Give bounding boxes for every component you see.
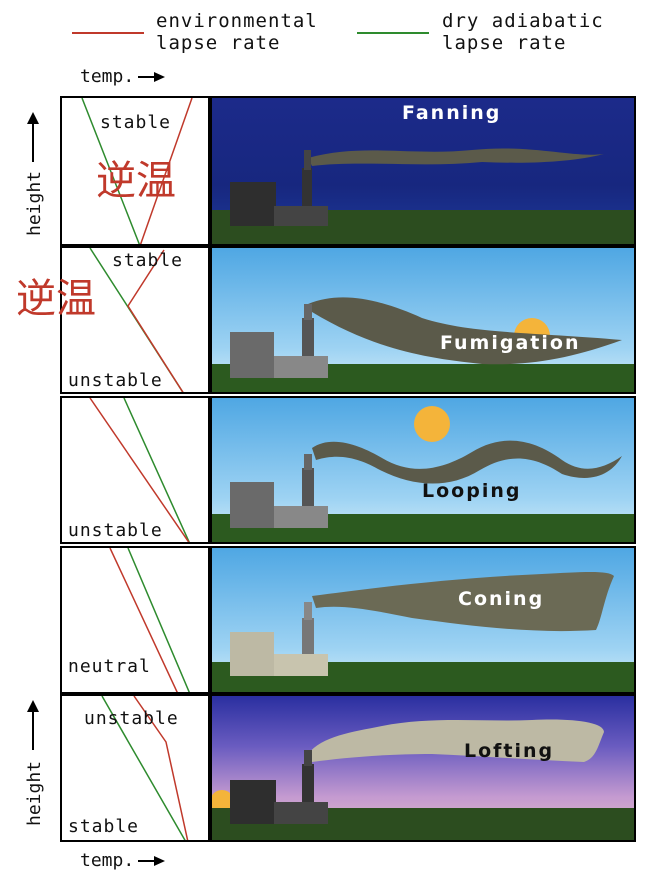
environmental-line <box>89 398 190 542</box>
dry-adiabatic-legend-swatch <box>357 32 429 34</box>
plume-scene: Looping <box>210 396 636 544</box>
panel-fumigation: stable unstable Fumigation <box>60 246 636 394</box>
stability-label: unstable <box>84 708 179 729</box>
lapse-rate-graph: unstable stable <box>60 694 210 842</box>
plume-scene: Fumigation <box>210 246 636 394</box>
panel-coning: neutral Coning <box>60 546 636 694</box>
arrow-right-icon <box>138 855 166 866</box>
arrow-right-icon <box>138 71 166 82</box>
height-axis-label-top: height <box>24 170 45 236</box>
panel-title: Coning <box>458 588 545 610</box>
plume-scene: Coning <box>210 546 636 694</box>
plume-scene: Fanning <box>210 96 636 246</box>
stability-label: unstable <box>68 520 163 541</box>
stability-label: stable <box>100 112 172 133</box>
dry-adiabatic-line <box>123 398 190 542</box>
stability-label: stable <box>112 250 184 271</box>
plume-scene: Lofting <box>210 694 636 842</box>
environmental-line <box>139 98 193 244</box>
stability-label: unstable <box>68 370 163 391</box>
lapse-rate-graph: unstable <box>60 396 210 544</box>
environmental-legend-swatch <box>72 32 144 34</box>
temp-axis-top: temp. <box>80 66 166 87</box>
lapse-rate-graph: stable unstable <box>60 246 210 394</box>
lapse-rate-graph: stable <box>60 96 210 246</box>
temp-axis-bottom: temp. <box>80 850 166 871</box>
panel-title: Lofting <box>464 740 555 762</box>
environmental-line <box>109 548 178 692</box>
stability-label: stable <box>68 816 140 837</box>
dry-adiabatic-line <box>101 696 186 840</box>
temp-axis-label: temp. <box>80 850 135 871</box>
panel-fanning: stable Fanning <box>60 96 636 246</box>
arrow-up-icon <box>27 112 39 162</box>
arrow-up-icon <box>27 700 39 750</box>
environmental-line <box>127 249 184 392</box>
inversion-annotation: 逆温 <box>16 276 96 322</box>
environmental-line <box>133 696 189 840</box>
dry-adiabatic-line <box>81 98 141 244</box>
stability-label: neutral <box>68 656 151 677</box>
panel-title: Looping <box>422 480 522 502</box>
temp-axis-label: temp. <box>80 66 135 87</box>
dry-adiabatic-legend-label: dry adiabatic lapse rate <box>442 10 604 54</box>
inversion-annotation: 逆温 <box>96 158 176 204</box>
lapse-rate-graph: neutral <box>60 546 210 694</box>
height-axis-label-bottom: height <box>24 760 45 826</box>
environmental-legend-label: environmental lapse rate <box>156 10 318 54</box>
panel-title: Fanning <box>402 102 502 124</box>
panel-title: Fumigation <box>440 332 581 354</box>
panel-looping: unstable Looping <box>60 396 636 544</box>
panel-lofting: unstable stable Lofting <box>60 694 636 842</box>
dry-adiabatic-line <box>127 548 190 692</box>
